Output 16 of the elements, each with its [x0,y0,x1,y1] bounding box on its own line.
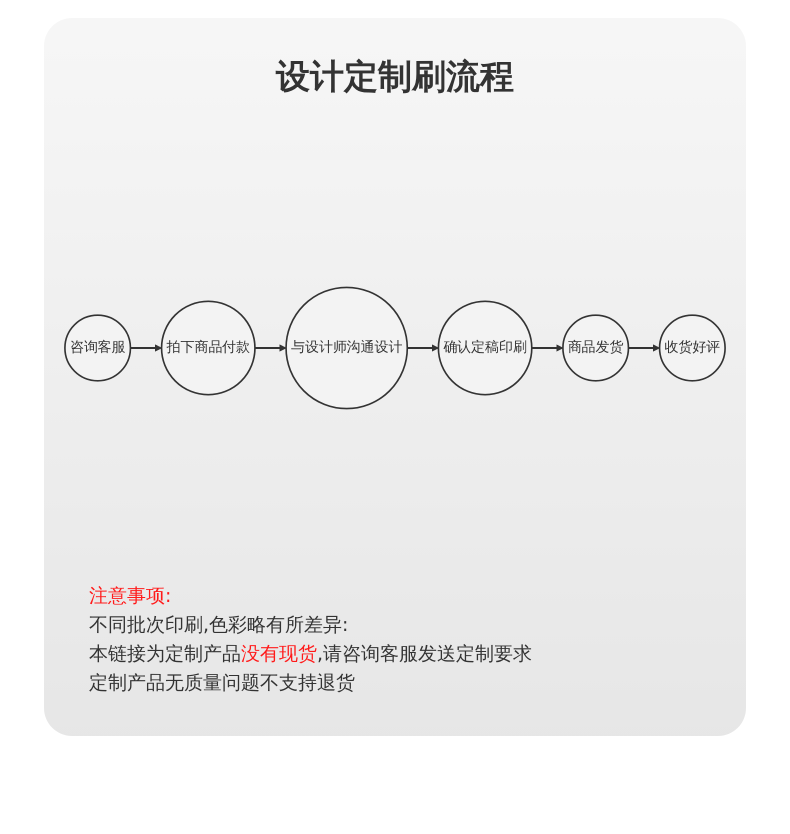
arrow [407,344,439,352]
node-circle: 确认定稿印刷 [438,300,533,396]
arrow [130,344,162,352]
node-circle: 咨询客服 [64,314,132,382]
arrow [254,344,286,352]
notes-heading: 注意事项: [89,584,172,609]
diagram-title: 设计定制刷流程 [276,57,514,97]
node-circle: 商品发货 [562,314,630,382]
arrow [532,344,564,352]
note-text: 本链接为定制产品没有现货,请咨询客服发送定制要求 [89,642,532,667]
note-text: 定制产品无质量问题不支持退货 [89,671,356,696]
node-circle: 拍下商品付款 [160,300,256,396]
node-circle: 与设计师沟通设计 [285,286,408,410]
arrow [628,344,660,352]
node-circle: 收货好评 [658,314,726,382]
note-text: 不同批次印刷,色彩略有所差异: [89,613,350,638]
